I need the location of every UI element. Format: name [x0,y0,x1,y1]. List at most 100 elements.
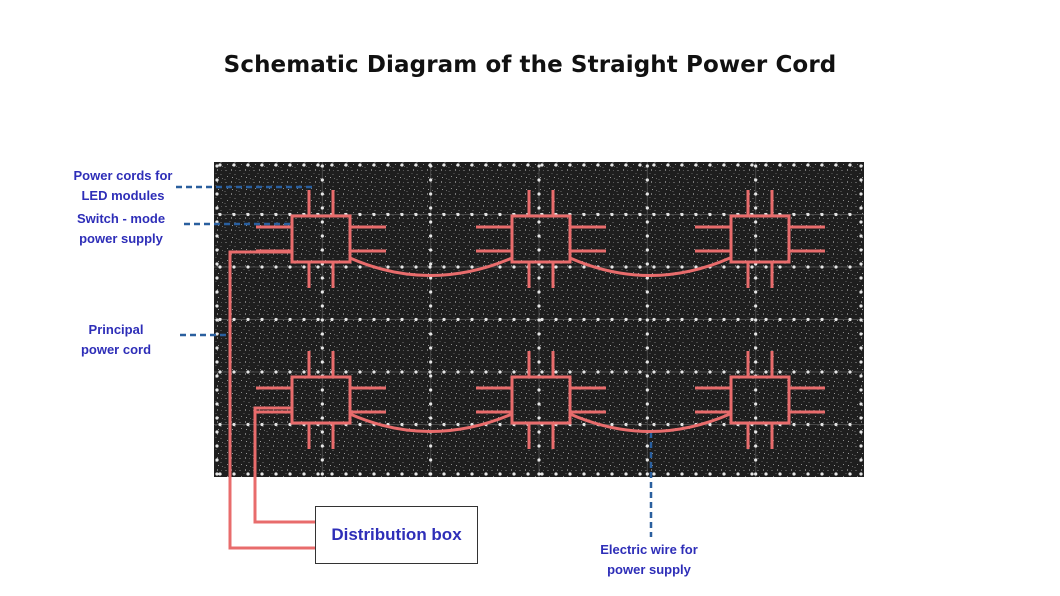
screw-dot [582,163,586,167]
screw-dot [859,458,863,462]
screw-dot [320,192,324,196]
screw-dot [645,220,649,224]
screw-dot [386,163,390,167]
psu-box [290,375,352,425]
screw-dot [246,370,250,374]
screw-dot [645,192,649,196]
screw-dot [582,370,586,374]
screw-dot [645,346,649,350]
screw-dot [288,265,292,269]
screw-dot [215,192,219,196]
screw-dot [372,472,376,476]
screw-dot [568,317,572,322]
screw-dot [754,388,758,392]
screw-dot [554,370,558,374]
screw-dot [429,402,433,406]
screw-dot [215,346,219,350]
screw-dot [429,346,433,350]
screw-dot [320,178,324,182]
screw-dot [568,163,572,167]
screw-dot [330,472,334,476]
screw-dot [320,388,324,392]
screw-dot [736,472,740,476]
screw-dot [428,472,432,476]
screw-dot [834,212,838,217]
screw-dot [429,416,433,420]
screw-dot [320,430,324,434]
screw-dot [386,370,390,374]
screw-dot [596,163,600,167]
screw-dot [400,370,404,374]
screw-dot [645,276,649,280]
screw-dot [274,422,278,427]
screw-dot [859,262,863,266]
label-line: power supply [607,562,691,577]
screw-dot [386,212,390,217]
screw-dot [694,265,698,269]
screw-dot [344,265,348,269]
screw-dot [778,163,782,167]
screw-dot [232,265,236,269]
screw-dot [386,317,390,322]
principal-cord-inner [253,406,315,524]
screw-dot [736,265,740,269]
screw-dot [442,212,446,217]
screw-dot [792,317,796,322]
screw-dot [764,370,768,374]
screw-dot [429,458,433,462]
screw-dot [442,265,446,269]
screw-dot [484,472,488,476]
screw-dot [694,370,698,374]
screw-dot [540,370,544,374]
screw-dot [320,276,324,280]
screw-dot [537,472,541,476]
wire-top-right [569,256,731,277]
screw-dot [330,317,334,322]
screw-dot [429,220,433,224]
screw-dot [288,163,292,167]
screw-dot [754,290,758,294]
screw-dot [859,248,863,252]
wire-bottom-right [569,412,731,433]
screw-dot [260,265,264,269]
screw-dot [344,163,348,167]
screw-dot [792,422,796,427]
screw-dot [859,346,863,350]
screw-dot [484,370,488,374]
screw-dot [429,262,433,266]
screw-dot [429,276,433,280]
screw-dot [246,472,250,476]
screw-dot [246,317,250,322]
screw-dot [429,444,433,448]
screw-dot [320,360,324,364]
screw-dot [754,430,758,434]
screw-dot [537,416,541,420]
screw-dot [498,212,502,217]
screw-dot [848,163,852,167]
screw-dot [470,163,474,167]
screw-dot [215,290,219,294]
screw-dot [754,416,758,420]
screw-dot [624,370,628,374]
screw-dot [442,370,446,374]
screw-dot [708,212,712,217]
screw-dot [754,346,758,350]
screw-dot [596,317,600,322]
screw-dot [754,164,758,168]
screw-dot [680,472,684,476]
screw-dot [456,422,460,427]
screw-dot [778,317,782,322]
screw-dot [215,178,219,182]
screw-dot [537,402,541,406]
screw-dot [624,472,628,476]
screw-dot [302,317,306,322]
screw-dot [274,163,278,167]
screw-dot [400,163,404,167]
screw-dot [414,370,418,374]
screw-dot [526,472,530,476]
label-electric-wire: Electric wire for power supply [584,540,714,580]
screw-dot [215,458,219,462]
screw-dot [645,206,649,210]
screw-dot [320,458,324,462]
screw-dot [645,388,649,392]
